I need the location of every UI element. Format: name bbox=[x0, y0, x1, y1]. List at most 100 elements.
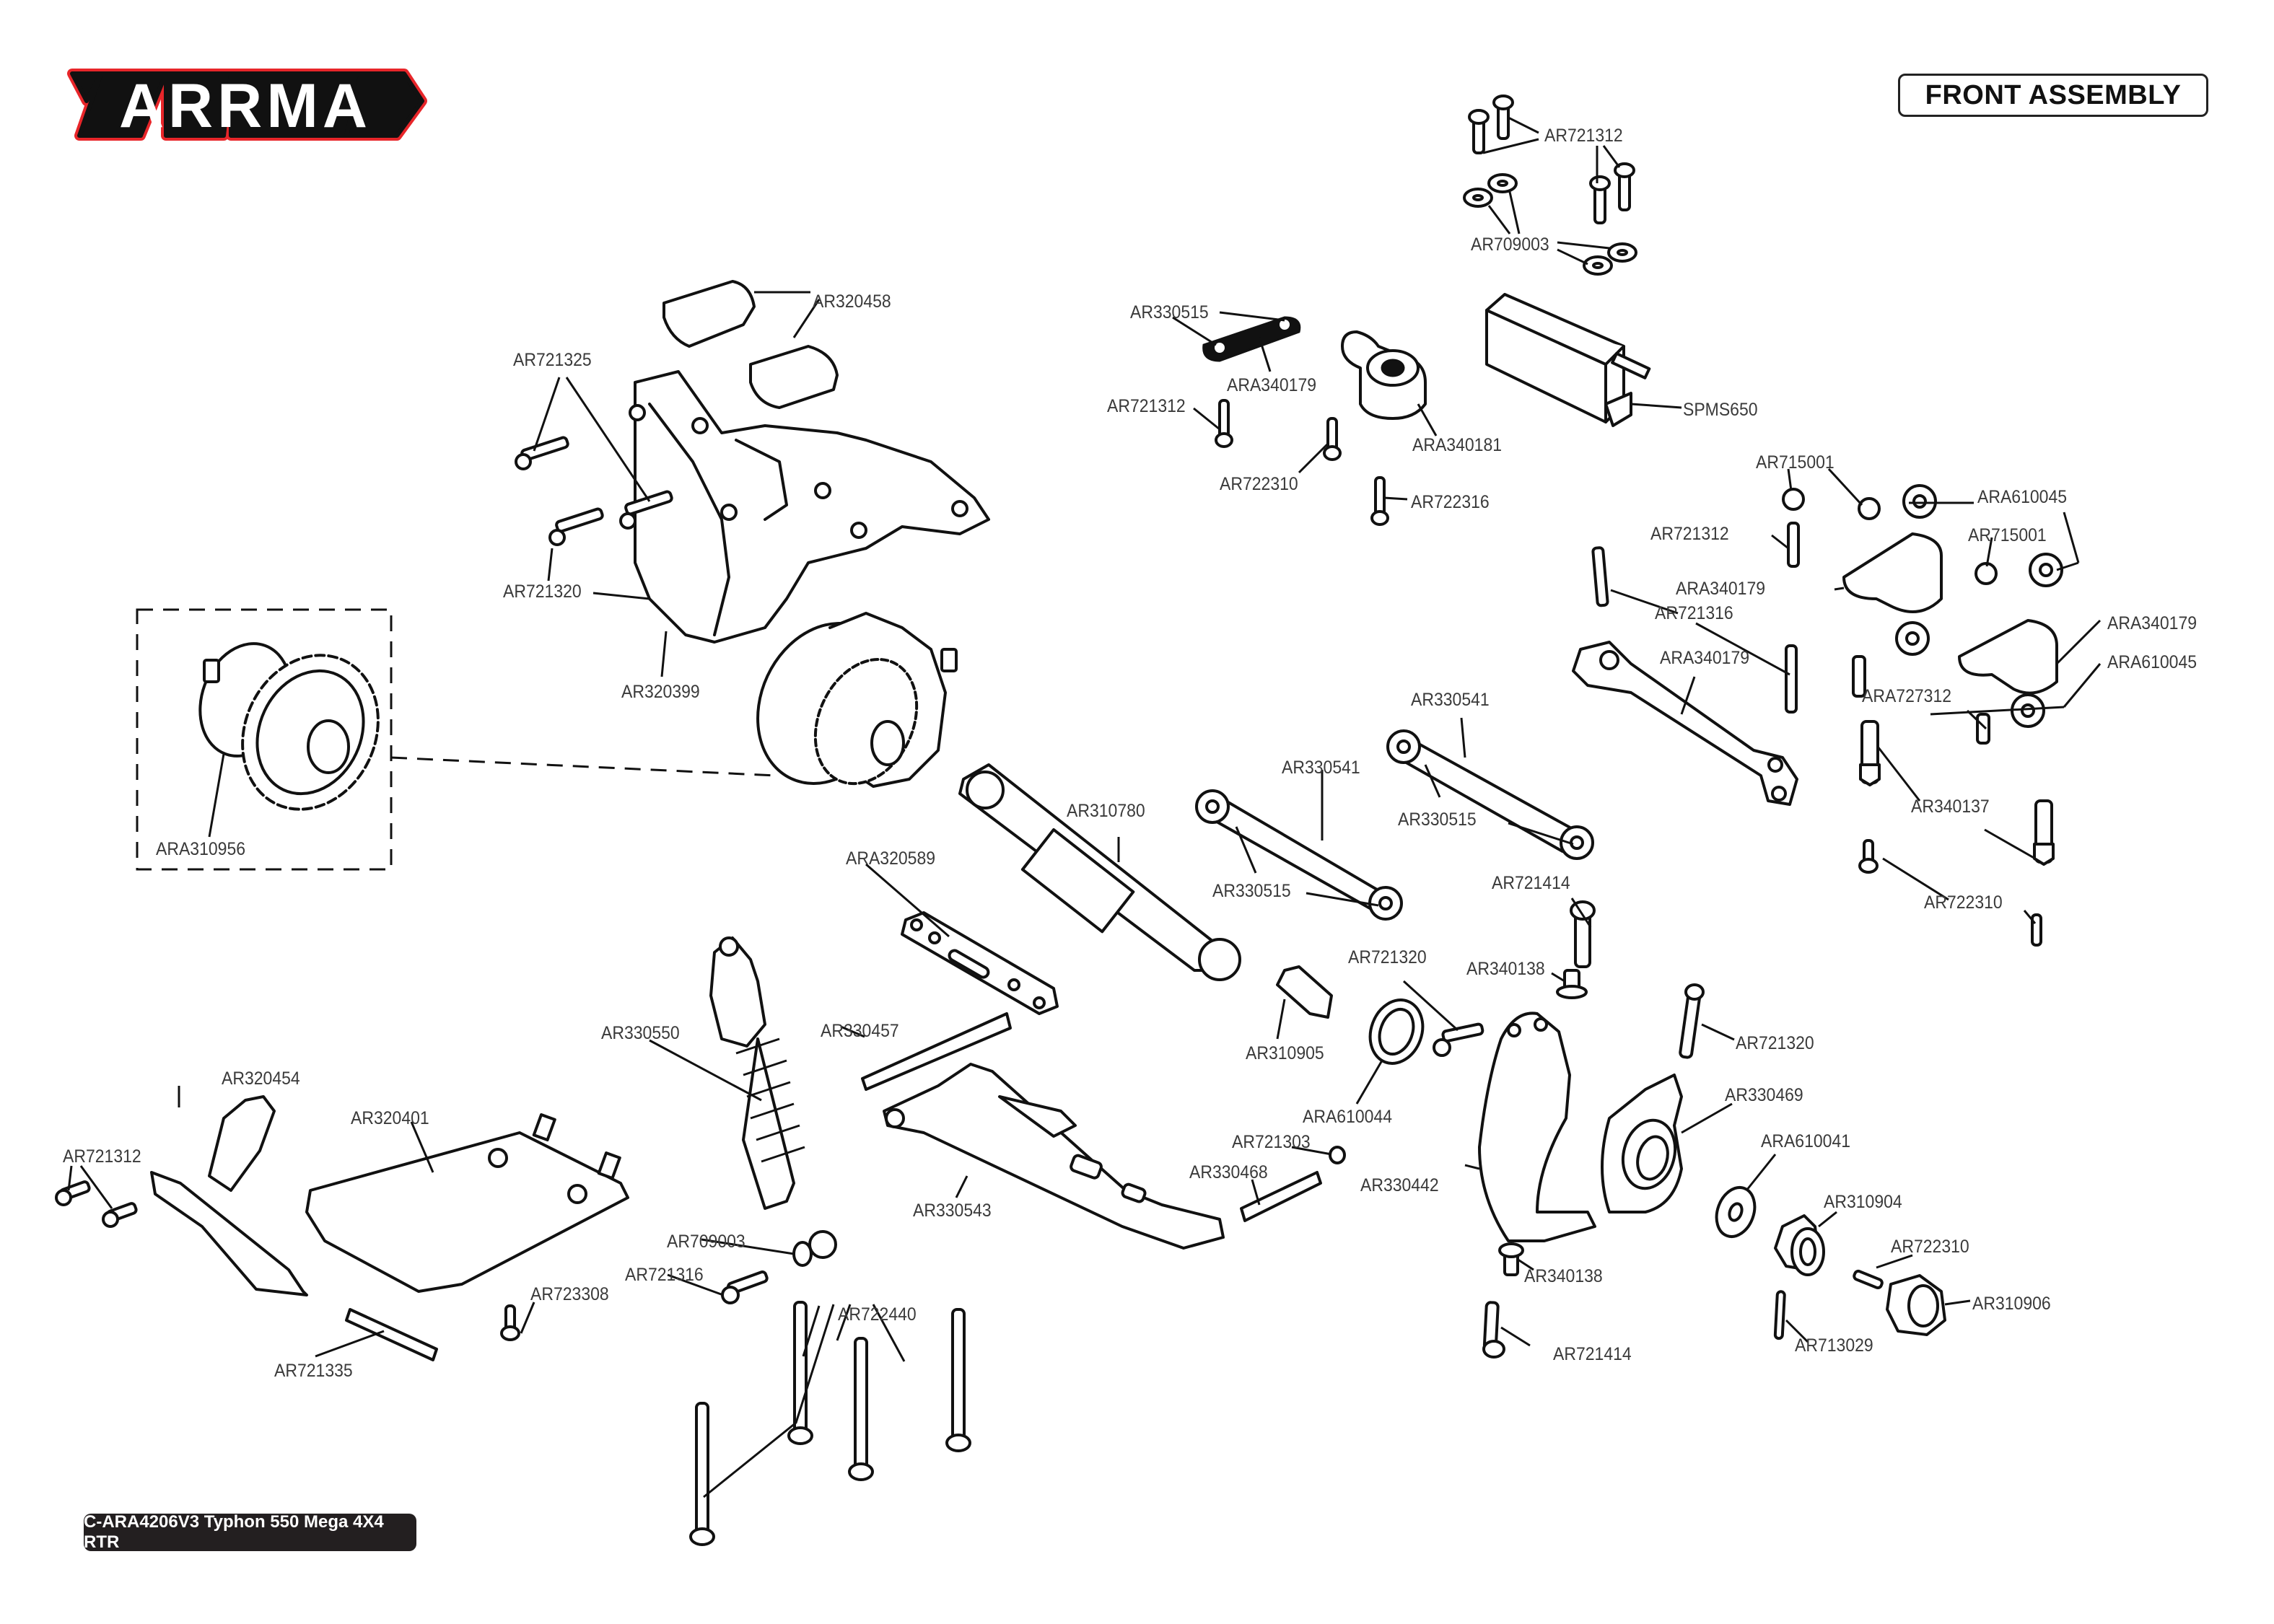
callout-label: AR722310 bbox=[1891, 1237, 1969, 1257]
callout-label: ARA610044 bbox=[1303, 1107, 1393, 1127]
callout-label: AR320401 bbox=[351, 1108, 429, 1128]
callout-label: AR340138 bbox=[1524, 1266, 1603, 1286]
wheel-nut bbox=[1886, 1274, 1971, 1336]
callout-label: AR721312 bbox=[1544, 126, 1623, 146]
servo-saver bbox=[1341, 330, 1438, 436]
callout-label: AR330515 bbox=[1130, 302, 1209, 322]
long-screws bbox=[689, 1301, 971, 1546]
callout-label: AR320458 bbox=[813, 291, 891, 312]
callout-label: AR310905 bbox=[1246, 1043, 1324, 1063]
section-title-box: FRONT ASSEMBLY bbox=[1898, 74, 2208, 117]
driveshaft bbox=[958, 763, 1241, 981]
logo-text: ARRMA bbox=[119, 71, 372, 141]
steering-rack bbox=[1572, 546, 1798, 806]
tie-rod-lower bbox=[1195, 770, 1403, 921]
steering-bellcranks bbox=[1771, 468, 2102, 745]
callout-label: ARA610041 bbox=[1761, 1131, 1851, 1151]
callout-label: ARA340179 bbox=[1227, 375, 1317, 395]
callout-label: ARA310956 bbox=[156, 839, 246, 859]
callout-label: AR340137 bbox=[1911, 796, 1990, 817]
front-bulkhead bbox=[629, 370, 990, 644]
callout-label: ARA340181 bbox=[1412, 435, 1503, 455]
diff-detail-inset bbox=[136, 608, 777, 871]
servo-horn-link bbox=[1172, 311, 1301, 372]
callout-label: AR330469 bbox=[1725, 1085, 1803, 1105]
callout-label: AR721320 bbox=[1348, 947, 1427, 967]
callout-label: AR709003 bbox=[1471, 234, 1549, 255]
callout-label: AR721325 bbox=[513, 350, 592, 370]
hinge-pin-330468 bbox=[1240, 1146, 1346, 1222]
callout-label: AR713029 bbox=[1795, 1335, 1873, 1356]
callout-label: AR330457 bbox=[821, 1021, 899, 1041]
callout-label: AR721312 bbox=[63, 1146, 141, 1167]
skid-plate-screws bbox=[315, 1302, 535, 1361]
callout-label: ARA340179 bbox=[2107, 613, 2198, 633]
bearing-610044 bbox=[1355, 998, 1425, 1105]
section-title: FRONT ASSEMBLY bbox=[1925, 79, 2182, 110]
hex-screw-and-pin bbox=[1773, 1254, 1913, 1343]
callout-label: AR723308 bbox=[530, 1284, 609, 1304]
callout-label: AR721320 bbox=[503, 581, 582, 602]
callout-label: AR330541 bbox=[1411, 690, 1490, 710]
callout-label: AR330550 bbox=[601, 1023, 680, 1043]
wheel-hex bbox=[1774, 1211, 1837, 1276]
bumper-screws bbox=[55, 1165, 138, 1228]
callout-label: ARA610045 bbox=[2107, 652, 2198, 672]
callout-label: SPMS650 bbox=[1683, 400, 1758, 420]
callout-label: AR722310 bbox=[1220, 474, 1298, 494]
caster-block bbox=[1464, 1011, 1596, 1242]
callout-label: ARA320589 bbox=[846, 848, 936, 869]
kingpin-lower bbox=[1482, 1242, 1534, 1359]
output-cup bbox=[1276, 965, 1333, 1040]
callout-label: AR330468 bbox=[1189, 1162, 1268, 1182]
callout-label: AR715001 bbox=[1968, 525, 2047, 545]
servo bbox=[1485, 293, 1682, 427]
callout-label: AR330543 bbox=[913, 1201, 992, 1221]
callout-label: AR721312 bbox=[1107, 396, 1186, 416]
callout-label: AR722440 bbox=[838, 1304, 917, 1325]
callout-label: ARA610045 bbox=[1977, 487, 2068, 507]
shock-absorber bbox=[649, 936, 837, 1259]
screw-group-top bbox=[1468, 95, 1635, 224]
callout-label: AR721320 bbox=[1736, 1033, 1814, 1053]
callout-label: AR721335 bbox=[274, 1361, 353, 1381]
callout-label: AR721414 bbox=[1492, 873, 1570, 893]
callout-label: AR320454 bbox=[222, 1068, 300, 1089]
callout-label: AR722316 bbox=[1411, 492, 1490, 512]
callout-label: AR721414 bbox=[1553, 1344, 1632, 1364]
callout-label: AR330515 bbox=[1212, 881, 1291, 901]
callout-label: AR330442 bbox=[1360, 1175, 1439, 1195]
callout-label: AR320399 bbox=[621, 682, 700, 702]
callout-label: AR715001 bbox=[1756, 452, 1834, 473]
bulkhead-screws bbox=[515, 377, 673, 677]
callout-label: AR310906 bbox=[1972, 1294, 2051, 1314]
logo-outline bbox=[67, 69, 427, 141]
shock-mount-hardware bbox=[667, 1238, 813, 1304]
steering-posts bbox=[1858, 720, 2055, 947]
bumper-mount-pads bbox=[662, 280, 839, 409]
callout-label: AR721316 bbox=[625, 1265, 704, 1285]
hinge-pin-330457 bbox=[840, 1012, 1012, 1091]
callout-label: AR721312 bbox=[1650, 524, 1729, 544]
tie-rod-upper bbox=[1386, 717, 1594, 860]
differential-housing bbox=[756, 612, 958, 788]
callout-label: AR340138 bbox=[1466, 959, 1545, 979]
callout-label: AR310780 bbox=[1067, 801, 1145, 821]
model-label: C-ARA4206V3 Typhon 550 Mega 4X4 RTR bbox=[84, 1512, 384, 1552]
camber-link-plate bbox=[865, 863, 1059, 1015]
lower-a-arm bbox=[883, 1063, 1225, 1250]
steering-knuckle bbox=[1601, 983, 1735, 1213]
screw-721320-mid bbox=[1402, 980, 1484, 1057]
callout-label: AR721303 bbox=[1232, 1132, 1311, 1152]
washer-group-top bbox=[1463, 173, 1637, 276]
skid-plate bbox=[305, 1113, 629, 1293]
callout-label: AR330541 bbox=[1282, 758, 1360, 778]
callout-label: ARA727312 bbox=[1862, 686, 1952, 706]
callout-label: AR722310 bbox=[1924, 892, 2003, 913]
arrma-logo: ARRMA bbox=[67, 69, 427, 141]
callout-label: AR721316 bbox=[1655, 603, 1733, 623]
callout-label: ARA340179 bbox=[1676, 579, 1766, 599]
callout-label: ARA340179 bbox=[1660, 648, 1750, 668]
